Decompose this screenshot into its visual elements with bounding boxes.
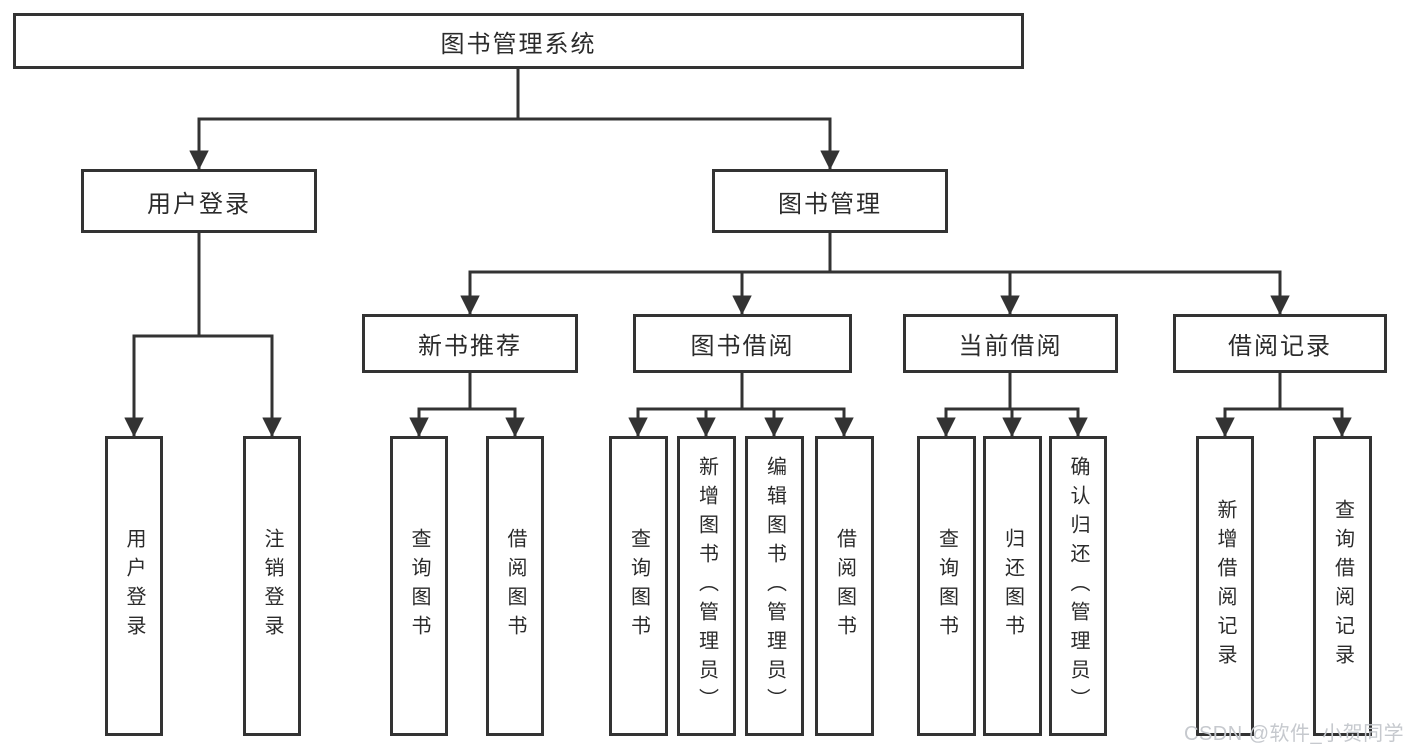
node-user-login: 用户登录 [81,169,317,233]
leaf-borrow-edit-books-admin: 编辑图书（管理员） [745,436,804,736]
leaf-borrow-query-books: 查询图书 [609,436,668,736]
node-book-management: 图书管理 [712,169,948,233]
leaf-current-query-books: 查询图书 [917,436,976,736]
leaf-borrow-borrow-books: 借阅图书 [815,436,874,736]
leaf-borrow-add-books-admin: 新增图书（管理员） [677,436,736,736]
leaf-current-confirm-return-admin: 确认归还（管理员） [1049,436,1107,736]
leaf-current-return-books: 归还图书 [983,436,1042,736]
leaf-recommend-borrow-books: 借阅图书 [486,436,544,736]
leaf-logout: 注销登录 [243,436,301,736]
leaf-user-login: 用户登录 [105,436,163,736]
node-root: 图书管理系统 [13,13,1024,69]
leaf-records-add-record: 新增借阅记录 [1196,436,1254,736]
watermark: CSDN @软件_小贺同学 [1184,723,1405,745]
leaf-recommend-query-books: 查询图书 [390,436,448,736]
node-current-borrowing: 当前借阅 [903,314,1118,373]
leaf-records-query-record: 查询借阅记录 [1313,436,1372,736]
node-new-book-recommend: 新书推荐 [362,314,578,373]
node-book-borrowing: 图书借阅 [633,314,852,373]
node-borrowing-records: 借阅记录 [1173,314,1387,373]
